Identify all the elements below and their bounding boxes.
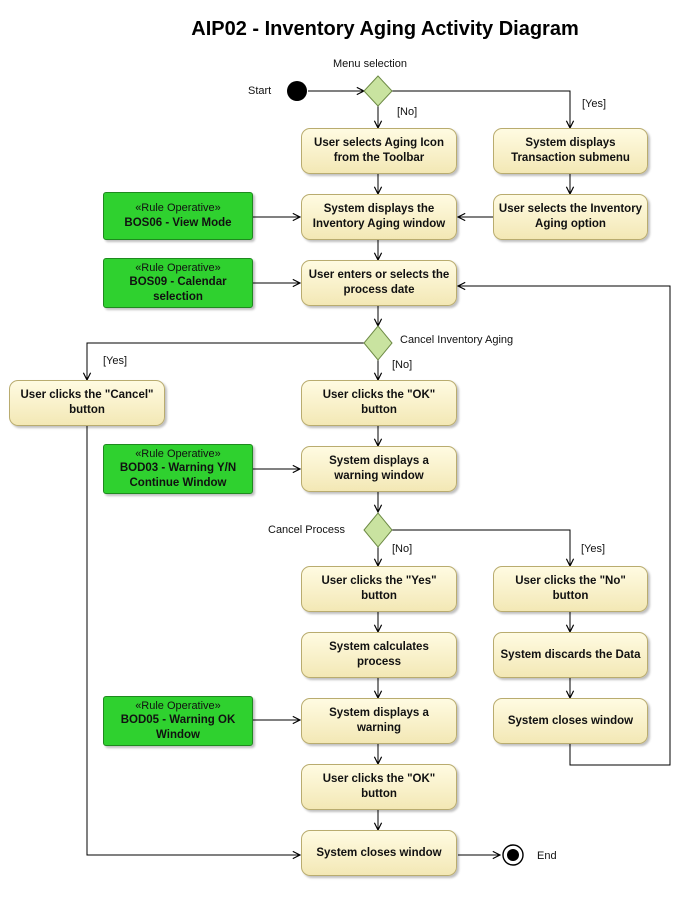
start-node xyxy=(287,81,307,101)
decision-menu-selection xyxy=(363,75,393,107)
action-close-window-final: System closes window xyxy=(301,830,457,876)
rule-stereotype: «Rule Operative» xyxy=(135,699,221,712)
action-click-ok-2: User clicks the "OK" button xyxy=(301,764,457,810)
rule-text: BOS09 - Calendar selection xyxy=(129,276,227,304)
label-end: End xyxy=(537,850,557,862)
action-select-inventory-aging-option: User selects the Inventory Aging option xyxy=(493,194,648,240)
action-click-yes: User clicks the "Yes" button xyxy=(301,566,457,612)
rule-stereotype: «Rule Operative» xyxy=(135,261,221,274)
rule-bod03: «Rule Operative» BOD03 - Warning Y/N Con… xyxy=(103,444,253,494)
action-click-cancel: User clicks the "Cancel" button xyxy=(9,380,165,426)
flow-process-yes xyxy=(391,529,570,566)
decision-cancel-inventory-aging xyxy=(363,325,393,361)
action-click-ok-1: User clicks the "OK" button xyxy=(301,380,457,426)
flow-cancel-yes xyxy=(87,342,364,380)
action-calculate-process: System calculates process xyxy=(301,632,457,678)
flow-loop-back-to-date xyxy=(458,286,671,766)
action-display-inventory-aging-window: System displays the Inventory Aging wind… xyxy=(301,194,457,240)
action-discard-data: System discards the Data xyxy=(493,632,648,678)
rule-bos06: «Rule Operative» BOS06 - View Mode xyxy=(103,192,253,240)
label-menu-selection: Menu selection xyxy=(333,58,407,70)
flow-menu-yes xyxy=(391,90,570,128)
label-cancel-process: Cancel Process xyxy=(268,524,346,536)
rule-text: BOD03 - Warning Y/N Continue Window xyxy=(119,462,237,490)
rule-text: BOD05 - Warning OK Window xyxy=(120,714,236,742)
rule-text: BOS06 - View Mode xyxy=(124,216,232,229)
action-enter-process-date: User enters or selects the process date xyxy=(301,260,457,306)
action-display-transaction-submenu: System displays Transaction submenu xyxy=(493,128,648,174)
action-display-warning: System displays a warning xyxy=(301,698,457,744)
label-yes-cancel: [Yes] xyxy=(103,355,128,367)
label-no-menu: [No] xyxy=(397,106,418,118)
diagram-title: AIP02 - Inventory Aging Activity Diagram xyxy=(191,18,579,40)
rule-stereotype: «Rule Operative» xyxy=(135,447,221,460)
rule-bos09: «Rule Operative» BOS09 - Calendar select… xyxy=(103,258,253,308)
label-cancel-inventory-aging: Cancel Inventory Aging xyxy=(400,334,514,346)
decision-cancel-process xyxy=(363,512,393,548)
label-start: Start xyxy=(248,85,272,97)
label-no-cancel: [No] xyxy=(392,359,413,371)
action-select-aging-icon: User selects Aging Icon from the Toolbar xyxy=(301,128,457,174)
label-yes-menu: [Yes] xyxy=(582,98,607,110)
action-close-window-right: System closes window xyxy=(493,698,648,744)
flow-cancel-to-close xyxy=(86,426,300,855)
label-yes-process: [Yes] xyxy=(581,543,606,555)
label-no-process: [No] xyxy=(392,543,413,555)
action-click-no: User clicks the "No" button xyxy=(493,566,648,612)
rule-stereotype: «Rule Operative» xyxy=(135,202,221,215)
action-display-warning-window: System displays a warning window xyxy=(301,446,457,492)
rule-bod05: «Rule Operative» BOD05 - Warning OK Wind… xyxy=(103,696,253,746)
